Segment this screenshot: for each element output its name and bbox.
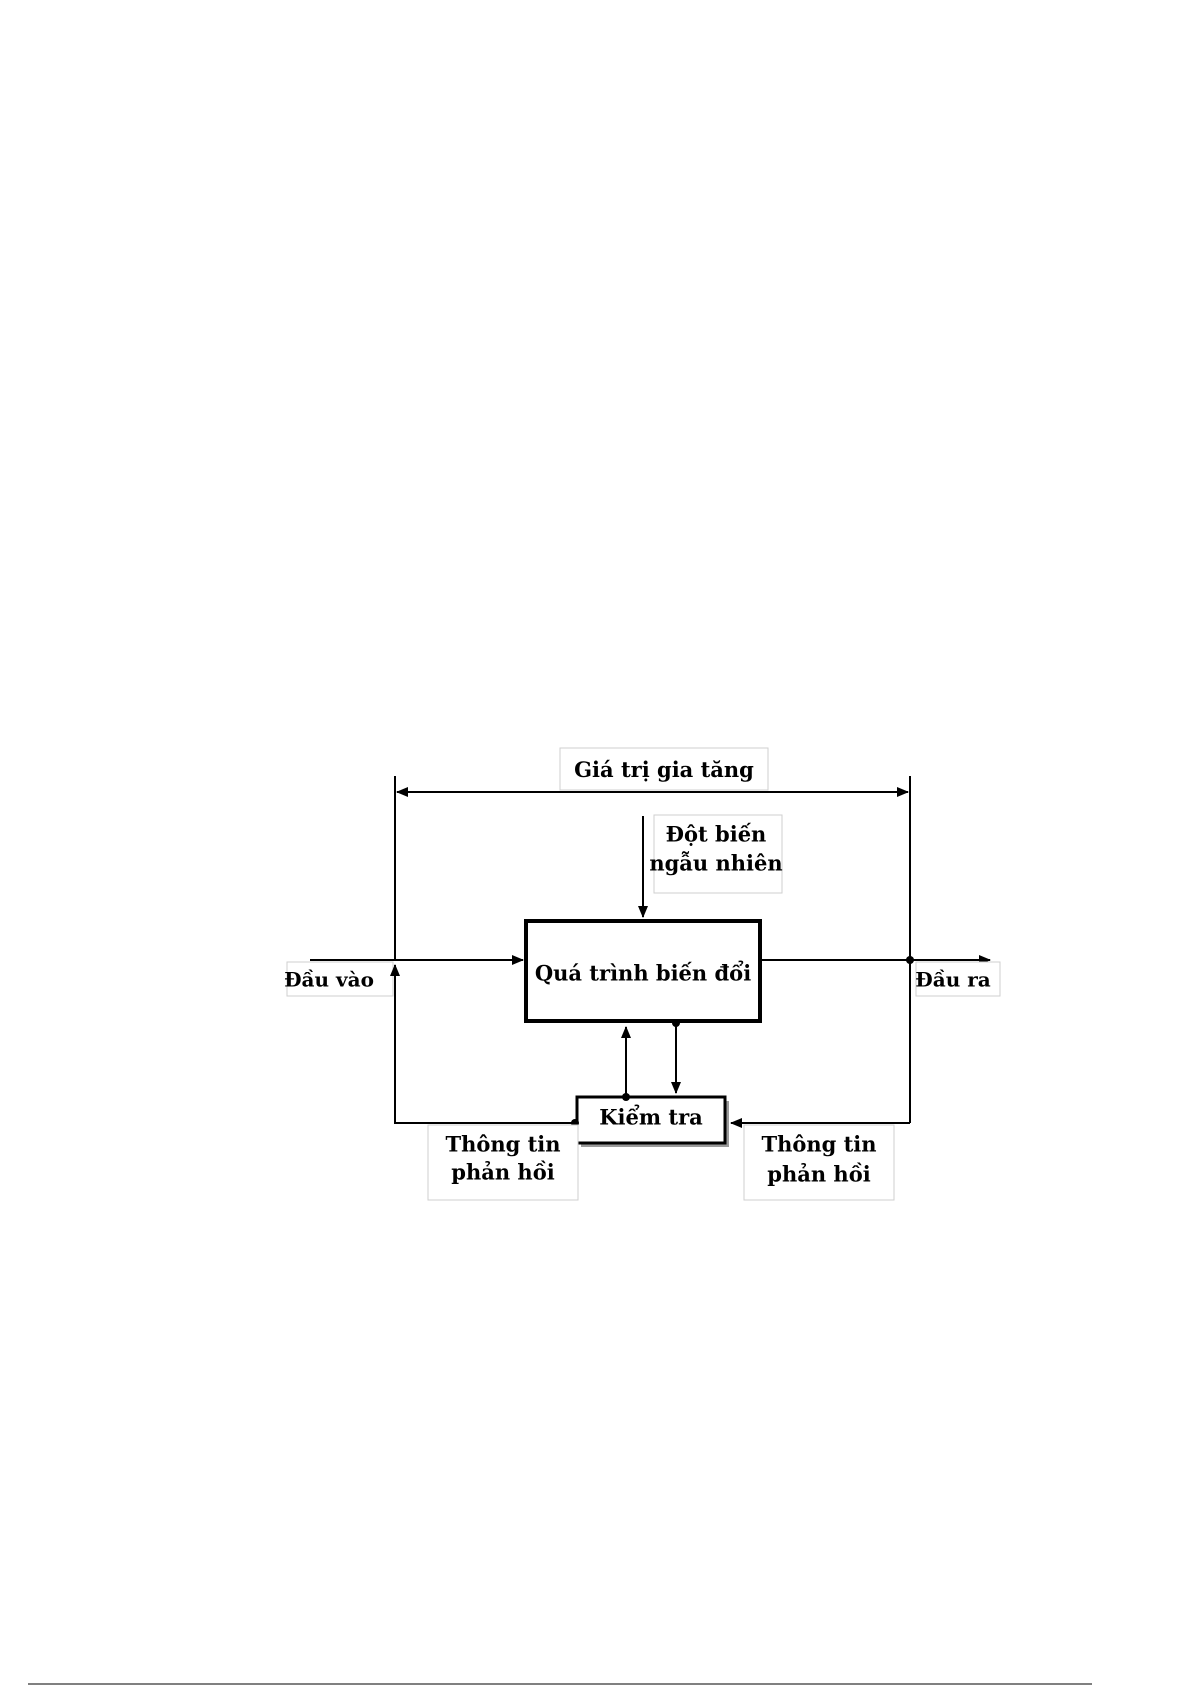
output-junction-dot [906,956,914,964]
feedback-left-label-line2: phản hồi [451,1160,554,1185]
output-label: Đầu ra [915,968,990,992]
control-to-process-dot [622,1093,630,1101]
input-label: Đầu vào [284,968,374,992]
process-to-control-dot [672,1019,680,1027]
feedback-right-label-line2: phản hồi [767,1162,870,1187]
control-label: Kiểm tra [599,1105,703,1130]
process-label: Quá trình biến đổi [535,961,751,986]
feedback-right-label-line1: Thông tin [761,1132,876,1157]
disturbance-label-line1: Đột biến [666,822,767,847]
feedback-left-label-line1: Thông tin [445,1132,560,1157]
disturbance-label-line2: ngẫu nhiên [649,851,782,876]
value-added-label: Giá trị gia tăng [574,757,754,782]
